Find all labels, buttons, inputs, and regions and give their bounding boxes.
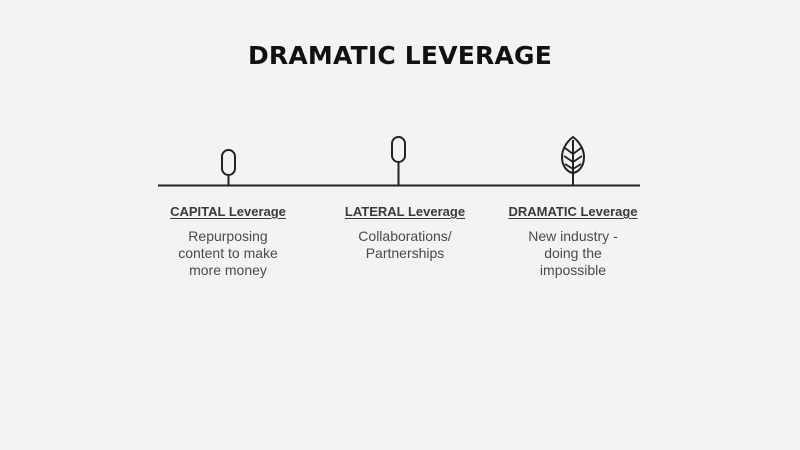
description-line: Collaborations/ <box>358 228 452 244</box>
leafy-tree-icon <box>560 135 586 185</box>
stage-lateral: LATERAL Leverage Collaborations/ Partner… <box>315 204 495 262</box>
description-line: Repurposing <box>188 228 268 244</box>
stage-description: New industry - doing the impossible <box>483 228 663 279</box>
stage-dramatic: DRAMATIC Leverage New industry - doing t… <box>483 204 663 279</box>
young-tree-icon <box>391 136 406 185</box>
description-line: doing the <box>544 245 602 261</box>
description-line: Partnerships <box>365 245 445 261</box>
description-line: New industry - <box>528 228 618 244</box>
description-line: more money <box>189 262 267 278</box>
sapling-icon <box>221 149 236 185</box>
stage-heading: CAPITAL Leverage <box>170 204 286 219</box>
slide-title: DRAMATIC LEVERAGE <box>247 41 553 70</box>
stage-heading: LATERAL Leverage <box>344 204 466 219</box>
description-line: impossible <box>539 262 607 278</box>
stage-description: Collaborations/ Partnerships <box>315 228 495 262</box>
stage-description: Repurposing content to make more money <box>138 228 318 279</box>
stage-capital: CAPITAL Leverage Repurposing content to … <box>138 204 318 279</box>
description-line: content to make <box>178 245 278 261</box>
stage-heading: DRAMATIC Leverage <box>508 204 638 219</box>
